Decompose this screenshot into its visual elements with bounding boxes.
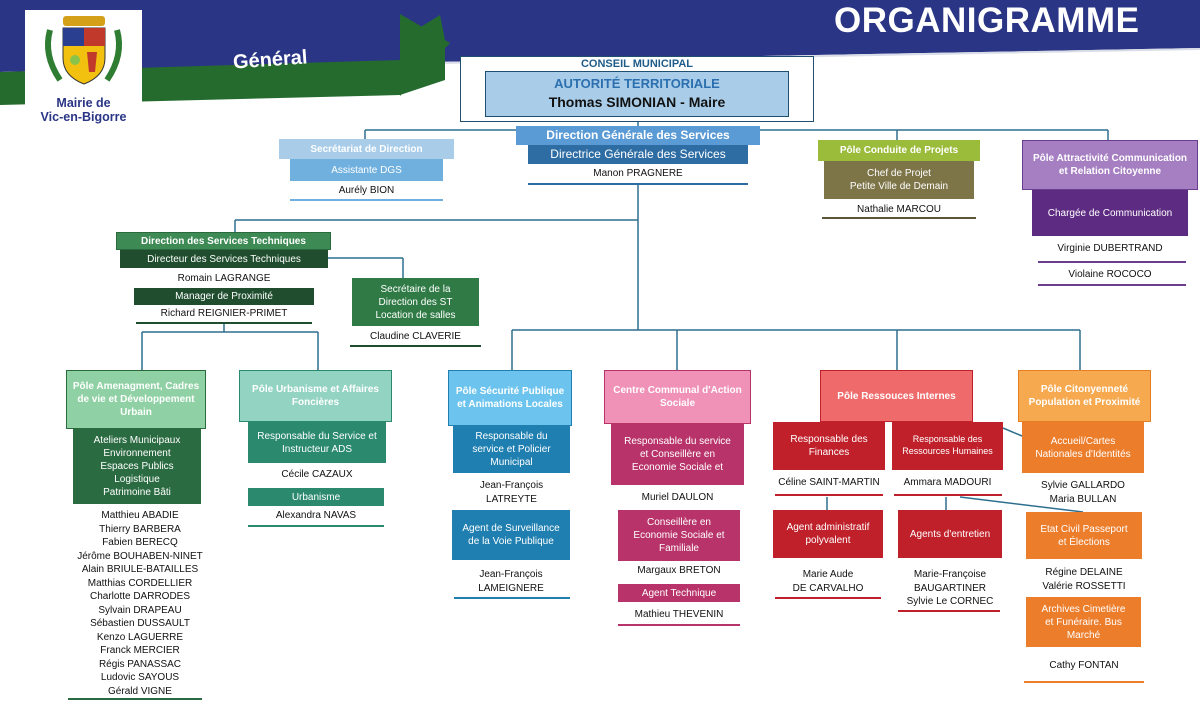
securite-person: Jean-François LATREYTE <box>479 480 544 505</box>
council-label: CONSEIL MUNICIPAL <box>580 58 694 70</box>
attractivite-title[interactable]: Pôle Attractivité Communication et Relat… <box>1022 140 1198 190</box>
secretariat-person: Aurély BION <box>338 185 395 196</box>
rh-divider <box>894 494 1002 496</box>
citoyennete-role[interactable]: Accueil/Cartes Nationales d'Identités <box>1022 422 1144 473</box>
citoyennete-divider <box>1024 681 1144 683</box>
ccas-person-3: Mathieu THEVENIN <box>634 609 724 620</box>
citoyennete-role-2[interactable]: Etat Civil Passeport et Élections <box>1026 512 1142 559</box>
citoyennete-person-3: Cathy FONTAN <box>1049 660 1119 671</box>
ccas-role[interactable]: Responsable du service et Conseillère en… <box>611 424 744 485</box>
projets-divider <box>822 217 976 219</box>
rh-role[interactable]: Responsable des Ressources Humaines <box>892 422 1003 470</box>
citoyennete-person: Sylvie GALLARDO Maria BULLAN <box>1041 480 1125 505</box>
logo-line1: Mairie de <box>56 96 111 110</box>
attractivite-person-1: Virginie DUBERTRAND <box>1057 243 1163 254</box>
dst-person: Romain LAGRANGE <box>177 273 271 284</box>
dgs-role[interactable]: Directrice Générale des Services <box>528 145 748 164</box>
urbanisme-person-2: Alexandra NAVAS <box>275 510 357 521</box>
projets-person: Nathalie MARCOU <box>857 204 941 215</box>
entretien-person: Marie-Françoise BAUGARTINER Sylvie Le CO… <box>906 569 994 607</box>
attractivite-role[interactable]: Chargée de Communication <box>1032 190 1188 236</box>
urbanisme-role[interactable]: Responsable du Service et Instructeur AD… <box>248 422 386 463</box>
admin-divider <box>775 597 881 599</box>
page-title: ORGANIGRAMME <box>834 1 1140 40</box>
amenagement-people: Matthieu ABADIE Thierry BARBERA Fabien B… <box>77 510 203 697</box>
admin-person: Marie Aude DE CARVALHO <box>792 569 864 594</box>
rh-person: Ammara MADOURI <box>903 477 992 488</box>
logo-panel: Mairie de Vic-en-Bigorre <box>25 10 142 124</box>
dst-secretary-role[interactable]: Secrétaire de la Direction des ST Locati… <box>352 278 479 326</box>
securite-title[interactable]: Pôle Sécurité Publique et Animations Loc… <box>448 370 572 426</box>
ccas-role-3[interactable]: Agent Technique <box>618 584 740 602</box>
securite-role[interactable]: Responsable du service et Policier Munic… <box>453 426 570 473</box>
dst-secretary-divider <box>350 345 481 347</box>
finances-role[interactable]: Responsable des Finances <box>773 422 885 470</box>
ccas-role-2[interactable]: Conseillère en Economie Sociale et Famil… <box>618 510 740 561</box>
secretariat-role[interactable]: Assistante DGS <box>290 159 443 181</box>
dst-secretary-person: Claudine CLAVERIE <box>370 331 461 342</box>
urbanisme-title[interactable]: Pôle Urbanisme et Affaires Foncières <box>239 370 392 422</box>
mayor-name: Thomas SIMONIAN - Maire <box>548 94 726 111</box>
attractivite-divider-2 <box>1038 284 1186 286</box>
securite-divider <box>454 597 570 599</box>
amenagement-title[interactable]: Pôle Amenagment, Cadres de vie et Dévelo… <box>66 370 206 429</box>
amenagement-role[interactable]: Ateliers Municipaux Environnement Espace… <box>73 429 201 504</box>
urbanisme-divider <box>248 525 384 527</box>
projets-role[interactable]: Chef de Projet Petite Ville de Demain <box>824 161 974 199</box>
authority-title: AUTORITÉ TERRITORIALE <box>554 76 720 92</box>
logo-line2: Vic-en-Bigorre <box>40 109 127 124</box>
urbanisme-role-2[interactable]: Urbanisme <box>248 488 384 506</box>
manager-person: Richard REIGNIER-PRIMET <box>160 308 288 319</box>
securite-person-2: Jean-François LAMEIGNERE <box>478 569 544 594</box>
attractivite-divider-1 <box>1038 261 1186 263</box>
ressources-title[interactable]: Pôle Ressouces Internes <box>820 370 973 422</box>
dgs-person: Manon PRAGNERE <box>593 168 683 179</box>
secretariat-divider <box>290 199 443 201</box>
ccas-title[interactable]: Centre Communal d'Action Sociale <box>604 370 751 424</box>
projets-title[interactable]: Pôle Conduite de Projets <box>818 140 980 161</box>
secretariat-title[interactable]: Secrétariat de Direction <box>279 139 454 159</box>
citoyennete-title[interactable]: Pôle Citonyenneté Population et Proximit… <box>1018 370 1151 422</box>
citoyennete-role-3[interactable]: Archives Cimetière et Funéraire. Bus Mar… <box>1026 597 1141 647</box>
ccas-divider <box>618 624 740 626</box>
dst-title[interactable]: Direction des Services Techniques <box>116 232 331 250</box>
ccas-person-2: Margaux BRETON <box>637 565 721 576</box>
citoyennete-person-2: Régine DELAINE Valérie ROSSETTI <box>1042 567 1126 592</box>
ccas-person: Muriel DAULON <box>641 492 714 503</box>
entretien-divider <box>898 610 1000 612</box>
authority-box[interactable]: AUTORITÉ TERRITORIALE Thomas SIMONIAN - … <box>485 71 789 117</box>
dgs-divider <box>528 183 748 185</box>
dgs-title[interactable]: Direction Générale des Services <box>516 126 760 145</box>
dst-role[interactable]: Directeur des Services Techniques <box>120 250 328 268</box>
manager-role[interactable]: Manager de Proximité <box>134 288 314 305</box>
coat-of-arms-icon <box>45 16 122 85</box>
admin-role[interactable]: Agent administratif polyvalent <box>773 510 883 558</box>
amenagement-divider <box>68 698 202 700</box>
finances-person: Céline SAINT-MARTIN <box>778 477 880 488</box>
manager-divider <box>136 322 312 324</box>
attractivite-person-2: Violaine ROCOCO <box>1068 269 1152 280</box>
entretien-role[interactable]: Agents d'entretien <box>898 510 1002 558</box>
securite-role-2[interactable]: Agent de Surveillance de la Voie Publiqu… <box>452 510 570 560</box>
finances-divider <box>775 494 883 496</box>
urbanisme-person: Cécile CAZAUX <box>281 469 353 480</box>
